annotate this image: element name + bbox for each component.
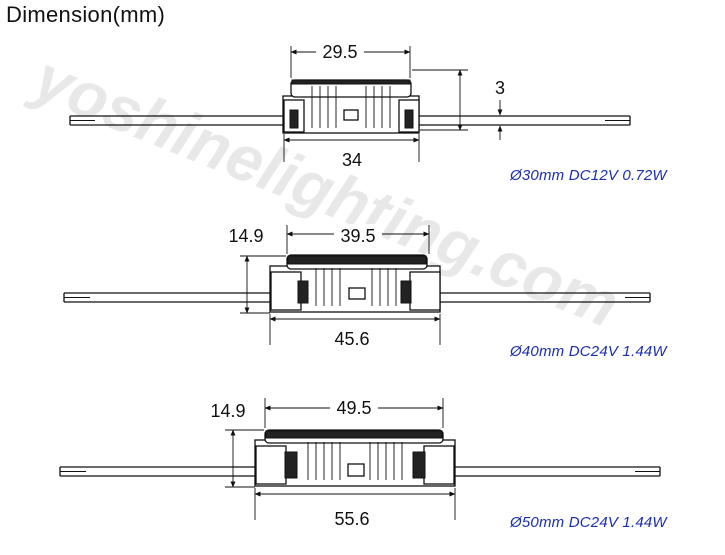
driver-1-height: 3 xyxy=(495,78,505,98)
driver-2-top-width: 39.5 xyxy=(340,226,375,246)
driver-3-spec: Ø50mm DC24V 1.44W xyxy=(510,514,667,531)
driver-3-height: 14.9 xyxy=(210,401,245,421)
driver-1-bottom-width: 34 xyxy=(342,150,362,170)
page-title: Dimension(mm) xyxy=(6,2,166,27)
driver-2-bottom-width: 45.6 xyxy=(334,329,369,349)
driver-3-top-width: 49.5 xyxy=(336,398,371,418)
driver-1-spec: Ø30mm DC12V 0.72W xyxy=(510,167,667,184)
driver-2-height: 14.9 xyxy=(228,226,263,246)
driver-1-drawing: 29.5 34 3 xyxy=(69,40,631,170)
driver-1-top-width: 29.5 xyxy=(322,42,357,62)
driver-3-drawing: 49.5 14.9 55.6 xyxy=(59,396,661,529)
driver-2-spec: Ø40mm DC24V 1.44W xyxy=(510,343,667,360)
driver-2-drawing: 39.5 14.9 45.6 xyxy=(63,224,651,349)
driver-3-bottom-width: 55.6 xyxy=(334,509,369,529)
